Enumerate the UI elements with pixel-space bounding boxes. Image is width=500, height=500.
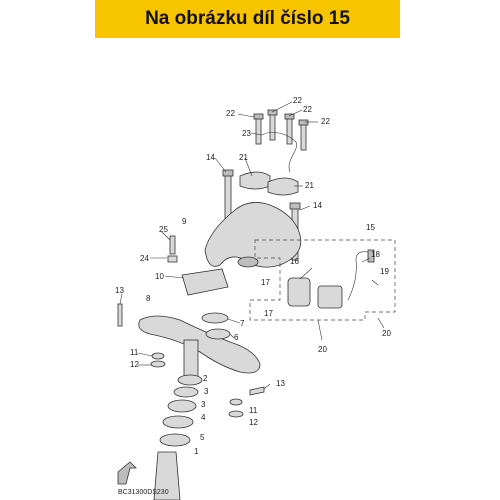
leader-lines xyxy=(119,101,385,390)
label-13a: 13 xyxy=(115,286,124,295)
bolt-22-group xyxy=(253,109,309,151)
cable-23 xyxy=(261,131,297,173)
label-8: 8 xyxy=(146,294,151,303)
nut-12-left xyxy=(150,360,166,368)
label-22d: 22 xyxy=(321,117,330,126)
ring-6 xyxy=(205,328,231,340)
bolt-14-left-head xyxy=(222,169,234,177)
label-15: 15 xyxy=(366,223,375,232)
label-10: 10 xyxy=(155,272,164,281)
title-banner: Na obrázku díl číslo 15 xyxy=(95,0,400,38)
ring-3a xyxy=(173,386,199,398)
label-6: 6 xyxy=(234,333,239,342)
label-19: 19 xyxy=(380,267,389,276)
label-16: 16 xyxy=(290,257,299,266)
label-17a: 17 xyxy=(261,278,270,287)
label-3a: 3 xyxy=(204,387,209,396)
label-11a: 11 xyxy=(130,348,139,357)
nut-12-right xyxy=(228,410,244,418)
label-1: 1 xyxy=(194,447,199,456)
handlebar-holder-21 xyxy=(239,171,299,196)
label-20b: 20 xyxy=(318,345,327,354)
label-21a: 21 xyxy=(239,153,248,162)
washer-11-right xyxy=(229,398,243,406)
ring-2 xyxy=(177,374,203,386)
label-11b: 11 xyxy=(249,406,258,415)
bracket-10 xyxy=(181,268,229,296)
label-4: 4 xyxy=(201,413,206,422)
washer-11-left xyxy=(151,352,165,360)
bolt-14-right-head xyxy=(289,202,301,210)
label-13b: 13 xyxy=(276,379,285,388)
steering-stem xyxy=(183,339,199,381)
banner-text: Na obrázku díl číslo 15 xyxy=(145,8,350,29)
label-5: 5 xyxy=(200,433,205,442)
bolt-13-right xyxy=(249,386,265,396)
label-23: 23 xyxy=(242,129,251,138)
label-22b: 22 xyxy=(293,96,302,105)
label-22c: 22 xyxy=(303,105,312,114)
bearing-4 xyxy=(162,415,194,429)
lower-bracket-8 xyxy=(138,315,261,374)
label-7: 7 xyxy=(240,319,245,328)
bolt-25 xyxy=(169,235,176,255)
label-12a: 12 xyxy=(130,360,139,369)
diagram-code: BC31300DS230 xyxy=(118,489,169,496)
label-22a: 22 xyxy=(226,109,235,118)
label-25: 25 xyxy=(159,225,168,234)
label-3b: 3 xyxy=(201,400,206,409)
ring-5 xyxy=(159,433,191,447)
module-15-parts xyxy=(287,249,375,309)
label-18: 18 xyxy=(371,250,380,259)
label-20a: 20 xyxy=(382,329,391,338)
stem-tube-1 xyxy=(153,451,181,500)
label-21b: 21 xyxy=(305,181,314,190)
label-14a: 14 xyxy=(206,153,215,162)
washer-24 xyxy=(167,255,178,263)
ring-3b xyxy=(167,399,197,413)
label-12b: 12 xyxy=(249,418,258,427)
label-17b: 17 xyxy=(264,309,273,318)
front-arrow-icon xyxy=(117,461,137,485)
ring-7 xyxy=(201,312,229,324)
upper-bracket-hole xyxy=(237,256,259,268)
module-15-outline xyxy=(249,239,396,321)
label-2: 2 xyxy=(203,374,208,383)
bolt-13-left xyxy=(117,303,123,327)
label-24: 24 xyxy=(140,254,149,263)
label-9: 9 xyxy=(182,217,187,226)
label-14b: 14 xyxy=(313,201,322,210)
upper-bracket-9 xyxy=(204,202,302,268)
